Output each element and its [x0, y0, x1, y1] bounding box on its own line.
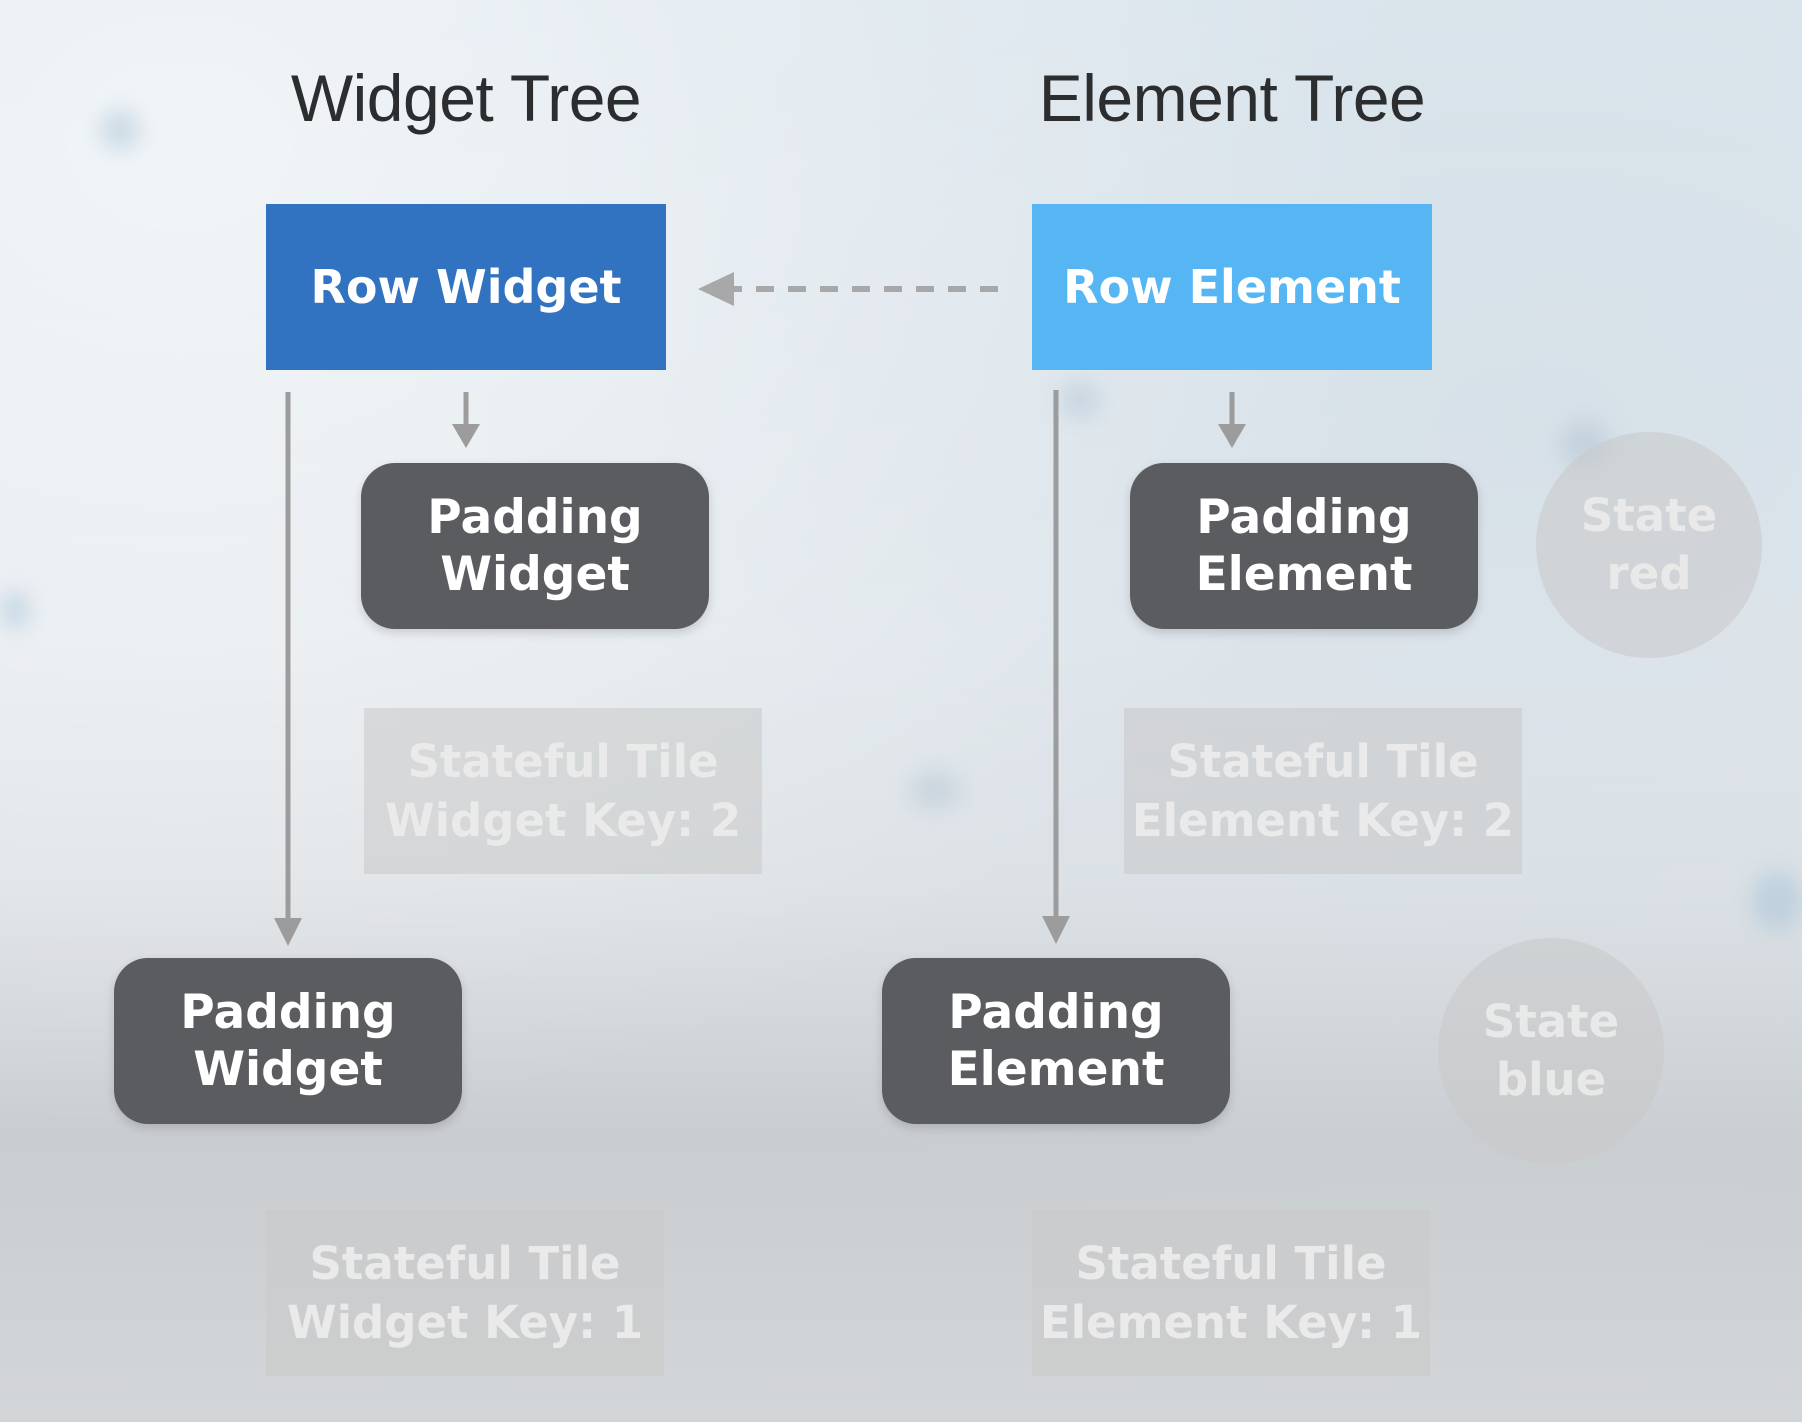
row-widget-node: Row Widget — [266, 204, 666, 370]
tile-element-1-line-2: Element Key: 1 — [1039, 1296, 1423, 1349]
stateful-tile-element-key-2: Stateful Tile Element Key: 2 — [1124, 708, 1522, 874]
state-red-circle: State red — [1536, 432, 1762, 658]
tile-widget-1-line-2: Widget Key: 1 — [286, 1296, 644, 1349]
element-arrow-head-top — [1218, 424, 1246, 448]
tile-widget-1-line-1: Stateful Tile — [309, 1236, 621, 1290]
padding-widget-node-top: Padding Widget — [361, 463, 709, 629]
background-bokeh — [1060, 380, 1100, 420]
stateful-tile-element-key-1: Stateful Tile Element Key: 1 — [1032, 1210, 1430, 1376]
tile-widget-2-line-2: Widget Key: 2 — [384, 794, 742, 847]
padding-widget-bottom-line-1: Padding — [180, 984, 396, 1040]
tile-widget-2-line-1: Stateful Tile — [407, 734, 719, 788]
tile-element-2-line-2: Element Key: 2 — [1131, 794, 1515, 847]
padding-element-line-1: Padding — [1196, 489, 1412, 545]
stateful-tile-widget-key-2: Stateful Tile Widget Key: 2 — [364, 708, 762, 874]
row-element-label: Row Element — [1063, 259, 1401, 314]
background-bokeh — [1752, 870, 1802, 930]
padding-element-bottom-line-1: Padding — [948, 984, 1164, 1040]
padding-element-bottom-line-2: Element — [947, 1042, 1165, 1097]
padding-widget-node-bottom: Padding Widget — [114, 958, 462, 1124]
row-element-node: Row Element — [1032, 204, 1432, 370]
dashed-arrow-head — [698, 272, 734, 306]
padding-element-node-top: Padding Element — [1130, 463, 1478, 629]
widget-arrow-head-bottom — [274, 918, 302, 946]
padding-widget-bottom-line-2: Widget — [193, 1042, 383, 1097]
padding-element-line-2: Element — [1195, 547, 1413, 602]
padding-element-node-bottom: Padding Element — [882, 958, 1230, 1124]
widget-tree-title: Widget Tree — [290, 61, 642, 135]
state-blue-line-2: blue — [1495, 1053, 1607, 1106]
background-bokeh — [100, 110, 140, 150]
state-red-line-1: State — [1580, 488, 1718, 542]
element-arrow-head-bottom — [1042, 916, 1070, 944]
row-widget-label: Row Widget — [310, 259, 622, 314]
padding-widget-line-2: Widget — [440, 547, 630, 602]
tile-element-1-line-1: Stateful Tile — [1075, 1236, 1387, 1290]
tile-element-2-line-1: Stateful Tile — [1167, 734, 1479, 788]
state-blue-line-1: State — [1482, 994, 1620, 1048]
background-bokeh — [0, 590, 30, 630]
element-tree-title: Element Tree — [1038, 61, 1426, 135]
state-red-line-2: red — [1606, 547, 1692, 600]
widget-arrow-head-top — [452, 424, 480, 448]
stateful-tile-widget-key-1: Stateful Tile Widget Key: 1 — [266, 1210, 664, 1376]
background-bokeh — [910, 770, 960, 810]
padding-widget-line-1: Padding — [427, 489, 643, 545]
state-blue-circle: State blue — [1438, 938, 1664, 1164]
